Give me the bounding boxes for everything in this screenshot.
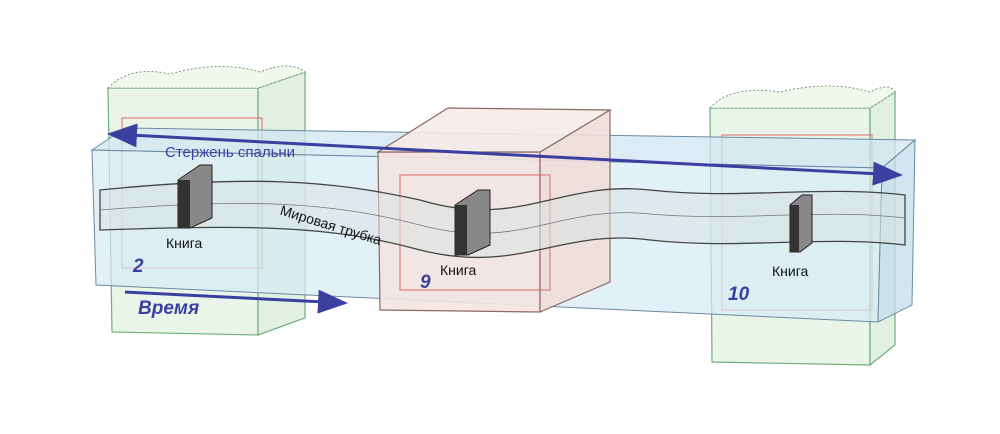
book-2-label: Книга <box>440 262 477 278</box>
rod-label: Стержень спальни <box>165 144 296 161</box>
rod-arrow <box>107 123 903 186</box>
block-number-9: 9 <box>420 272 431 293</box>
time-label: Время <box>138 298 200 319</box>
block-number-2: 2 <box>133 256 144 277</box>
book-3 <box>789 194 813 253</box>
world-tube <box>99 180 906 258</box>
book-3-label: Книга <box>772 263 809 279</box>
book-1-label: Книга <box>166 235 203 251</box>
book-2 <box>454 189 491 256</box>
time-arrow <box>124 289 348 314</box>
block-number-10: 10 <box>728 284 750 305</box>
